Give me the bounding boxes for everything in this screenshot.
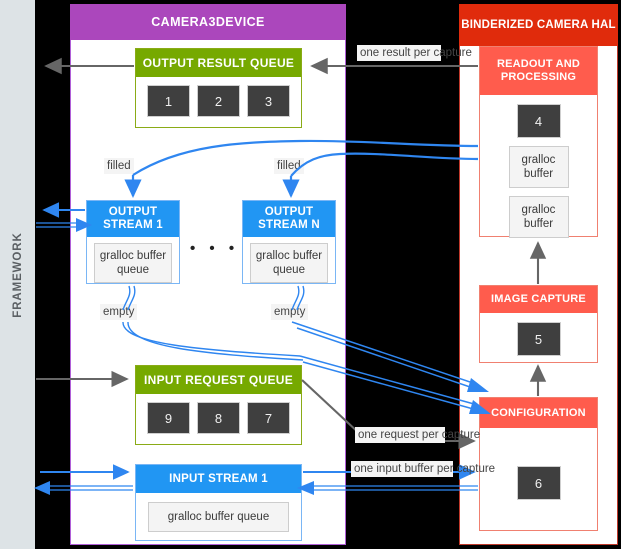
image-capture-title: IMAGE CAPTURE	[491, 293, 586, 305]
configuration-title: CONFIGURATION	[491, 406, 586, 419]
input-stream-1-buffer-queue: gralloc buffer queue	[148, 502, 289, 532]
output-result-queue[interactable]: OUTPUT RESULT QUEUE 1 2 3	[135, 48, 302, 128]
label-filled-stream-1: filled	[104, 158, 134, 174]
readout-header: READOUT AND PROCESSING	[480, 47, 597, 95]
readout-title: READOUT AND PROCESSING	[496, 58, 581, 83]
output-stream-1[interactable]: OUTPUT STREAM 1 gralloc buffer queue	[86, 200, 180, 284]
queue-slot: 8	[197, 402, 240, 434]
label-filled-stream-n: filled	[274, 158, 304, 174]
input-request-queue-slots: 9 8 7	[136, 394, 301, 443]
output-stream-n[interactable]: OUTPUT STREAM N gralloc buffer queue	[242, 200, 336, 284]
image-capture-slot: 5	[516, 322, 561, 356]
output-result-queue-title: OUTPUT RESULT QUEUE	[142, 56, 295, 70]
input-request-queue-title: INPUT REQUEST QUEUE	[143, 373, 294, 387]
hal-configuration[interactable]: CONFIGURATION 6	[479, 397, 598, 531]
hal-title: BINDERIZED CAMERA HAL	[461, 19, 616, 31]
output-stream-n-title: OUTPUT STREAM N	[258, 206, 320, 231]
hal-image-capture[interactable]: IMAGE CAPTURE 5	[479, 285, 598, 363]
input-request-queue[interactable]: INPUT REQUEST QUEUE 9 8 7	[135, 365, 302, 445]
configuration-header: CONFIGURATION	[480, 398, 597, 428]
camera3device-header: CAMERA3DEVICE	[70, 4, 346, 40]
arrowhead-to-framework-bottom	[34, 481, 50, 495]
ellipsis-between-streams: • • •	[190, 240, 240, 257]
image-capture-header: IMAGE CAPTURE	[480, 286, 597, 313]
hal-readout-and-processing[interactable]: READOUT AND PROCESSING 4 gralloc buffer …	[479, 46, 598, 238]
queue-slot: 3	[247, 85, 290, 117]
label-one-request-per-capture: one request per capture	[355, 427, 480, 443]
input-request-queue-header: INPUT REQUEST QUEUE	[136, 366, 301, 394]
label-one-input-buffer-per-capture: one input buffer per capture	[351, 461, 495, 477]
queue-slot: 9	[147, 402, 190, 434]
framework-label: FRAMEWORK	[11, 231, 24, 318]
output-stream-1-title: OUTPUT STREAM 1	[103, 206, 163, 231]
output-result-queue-slots: 1 2 3	[136, 77, 301, 126]
framework-panel: FRAMEWORK	[0, 0, 35, 549]
label-empty-stream-1: empty	[100, 304, 138, 320]
gralloc-buffer: gralloc buffer	[508, 146, 569, 188]
label-one-result-per-capture: one result per capture	[357, 45, 472, 61]
hal-header: BINDERIZED CAMERA HAL	[459, 4, 618, 46]
input-stream-1[interactable]: INPUT STREAM 1 gralloc buffer queue	[135, 464, 302, 541]
queue-slot: 2	[197, 85, 240, 117]
camera3device-title: CAMERA3DEVICE	[151, 15, 265, 29]
gralloc-buffer: gralloc buffer	[508, 196, 569, 238]
configuration-slot: 6	[516, 466, 561, 500]
output-stream-n-buffer-queue: gralloc buffer queue	[250, 243, 328, 283]
output-stream-1-header: OUTPUT STREAM 1	[87, 201, 179, 237]
output-stream-1-buffer-queue: gralloc buffer queue	[94, 243, 172, 283]
output-stream-n-header: OUTPUT STREAM N	[243, 201, 335, 237]
readout-slot: 4	[516, 104, 561, 138]
output-result-queue-header: OUTPUT RESULT QUEUE	[136, 49, 301, 77]
queue-slot: 7	[247, 402, 290, 434]
input-stream-1-header: INPUT STREAM 1	[136, 465, 301, 493]
label-empty-stream-n: empty	[271, 304, 309, 320]
queue-slot: 1	[147, 85, 190, 117]
input-stream-1-title: INPUT STREAM 1	[169, 472, 268, 485]
